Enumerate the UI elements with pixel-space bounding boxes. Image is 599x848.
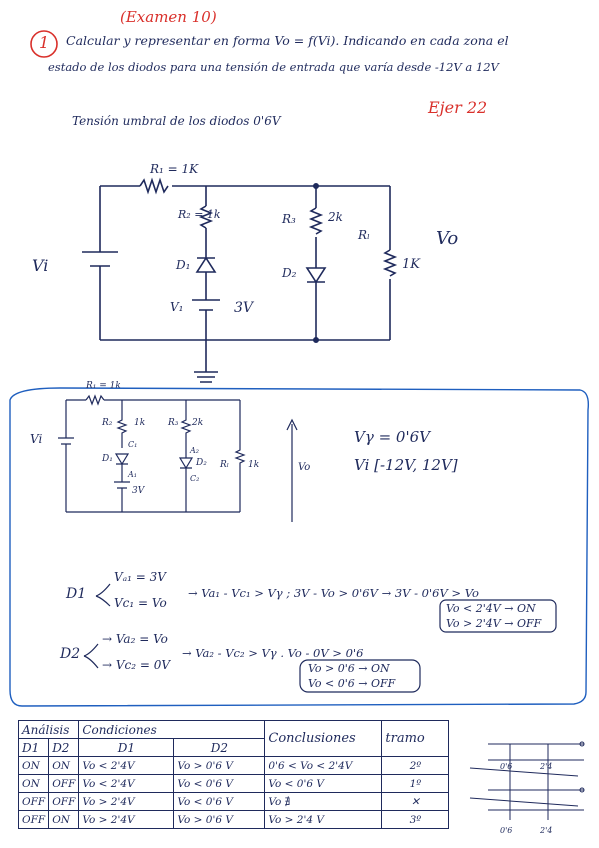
table-header-row: D1 D2 D1 D2 (17, 738, 449, 757)
node (312, 336, 319, 343)
sketch-tick-label: 2'4 (540, 762, 553, 771)
d1-result-on: Vo < 2'4V → ON (446, 602, 536, 615)
exercise-ref: Ejer 22 (428, 98, 488, 117)
c2-c2-label: C₂ (190, 474, 200, 483)
sketch-node (579, 787, 585, 793)
problem-number: 1 (39, 33, 50, 52)
node (312, 183, 319, 190)
d2-anode-voltage: → Va₂ = Vo (102, 632, 168, 646)
d2-cathode-voltage: → Vc₂ = 0V (102, 658, 171, 672)
c1-d2-label: D₂ (282, 266, 297, 280)
exam-label: (Examen 10) (120, 8, 217, 26)
d2-branch (178, 400, 194, 512)
d2-brace (83, 643, 99, 669)
c2-r1-label: R₁ = 1k (86, 381, 121, 391)
c1-v1-value: 3V (234, 300, 254, 316)
cell: OFF (48, 792, 80, 811)
c2-r2-label: R₂ (102, 418, 113, 428)
c2-v-label: 3V (132, 486, 145, 496)
c1-rl-value: 1K (402, 257, 420, 272)
rl-branch (234, 400, 246, 512)
c1-v1-label: V₁ (170, 300, 184, 314)
vi-source-symbol (58, 400, 74, 512)
c2-a1-label: A₁ (128, 470, 137, 479)
cell: ON (48, 756, 80, 775)
cell: Vo > 2'4 V (264, 810, 383, 829)
threshold-voltage: Vγ = 0'6V (354, 428, 430, 446)
c2-d1-label: D₁ (102, 454, 113, 464)
d2-result-on: Vo > 0'6 → ON (308, 662, 390, 675)
c1-vi-label: Vi (32, 256, 49, 275)
sketch-tick-label: 2'4 (540, 826, 553, 835)
cell: Vo < 0'6 V (173, 774, 266, 793)
ground-symbol (194, 371, 218, 383)
vo-arrow (286, 418, 298, 522)
statement-line-3: Tensión umbral de los diodos 0'6V (72, 114, 281, 128)
col-d1: D1 (17, 738, 50, 757)
r3-resistor (308, 207, 324, 235)
d1-brace (95, 583, 111, 607)
c2-a2-label: A₂ (190, 446, 199, 455)
c2-r3-label: R₃ (168, 418, 179, 428)
c1-rl-label: Rₗ (358, 228, 370, 242)
sketch-tick-label: 0'6 (500, 826, 513, 835)
c2-d2-label: D₂ (196, 458, 207, 468)
analysis-table: Análisis Condiciones Conclusiones tramo … (17, 720, 450, 829)
c1-r2-label: R₂ = 1k (178, 208, 221, 221)
sketch-ramps (469, 767, 579, 807)
sketch-node (579, 741, 585, 747)
d2-label: D2 (60, 646, 81, 662)
c2-r2-value: 1k (134, 418, 146, 428)
c1-d1-label: D₁ (176, 258, 191, 272)
cell: OFF (17, 810, 50, 829)
c2-vo-label: Vo (298, 462, 311, 473)
col-d2: D2 (48, 738, 80, 757)
d2-result-box (299, 659, 421, 693)
c2-rl-value: 1k (248, 460, 260, 470)
d1-branch (114, 400, 130, 512)
c2-c1-label: C₁ (128, 440, 138, 449)
cell: ON (17, 774, 50, 793)
cell: ON (48, 810, 80, 829)
d2-condition: → Va₂ - Vc₂ > Vγ . Vo - 0V > 0'6 (182, 646, 364, 660)
d1-label: D1 (66, 586, 87, 602)
table-row: ON OFF Vo < 2'4V Vo < 0'6 V Vo < 0'6 V 1… (17, 774, 450, 793)
tramo-header: tramo (381, 720, 450, 757)
statement-line-1: Calcular y representar en forma Vo = f(V… (66, 33, 509, 48)
c2-r3-value: 2k (192, 418, 204, 428)
d1-cathode-voltage: Vc₁ = Vo (114, 596, 167, 610)
cell: Vo > 2'4V (78, 810, 175, 829)
analysis-frame (9, 387, 590, 707)
cell: OFF (17, 792, 50, 811)
d1-condition: → Va₁ - Vc₁ > Vγ ; 3V - Vo > 0'6V → 3V -… (188, 586, 479, 600)
c1-r3-value: 2k (328, 210, 343, 224)
sketch-lines (488, 743, 584, 811)
c1-r3-label: R₃ (282, 212, 296, 226)
d1-anode-voltage: Vₐ₁ = 3V (114, 570, 166, 584)
r1-resistor (85, 394, 105, 406)
sketch-tick-label: 0'6 (500, 762, 513, 771)
d1-result-off: Vo > 2'4V → OFF (446, 617, 542, 630)
c1-vo-label: Vo (436, 228, 459, 249)
cell: 3º (381, 810, 450, 829)
input-range: Vi [-12V, 12V] (354, 456, 458, 474)
table-row: OFF ON Vo > 2'4V Vo > 0'6 V Vo > 2'4 V 3… (17, 810, 450, 829)
table-title: Análisis (17, 720, 80, 739)
conditions-header: Condiciones (78, 720, 266, 739)
c2-rl-label: Rₗ (220, 460, 229, 470)
statement-line-2: estado de los diodos para una tensión de… (48, 60, 499, 74)
rl-resistor (382, 249, 398, 277)
d2-result-off: Vo < 0'6 → OFF (308, 677, 396, 690)
problem-number-circle (30, 30, 58, 58)
r2-resistor (198, 205, 214, 229)
d1-result-box (439, 599, 557, 633)
c1-r1-label: R₁ = 1K (150, 162, 199, 176)
c2-vi-label: Vi (30, 432, 43, 446)
sketch-ticks (509, 744, 549, 820)
r1-resistor (139, 177, 169, 195)
